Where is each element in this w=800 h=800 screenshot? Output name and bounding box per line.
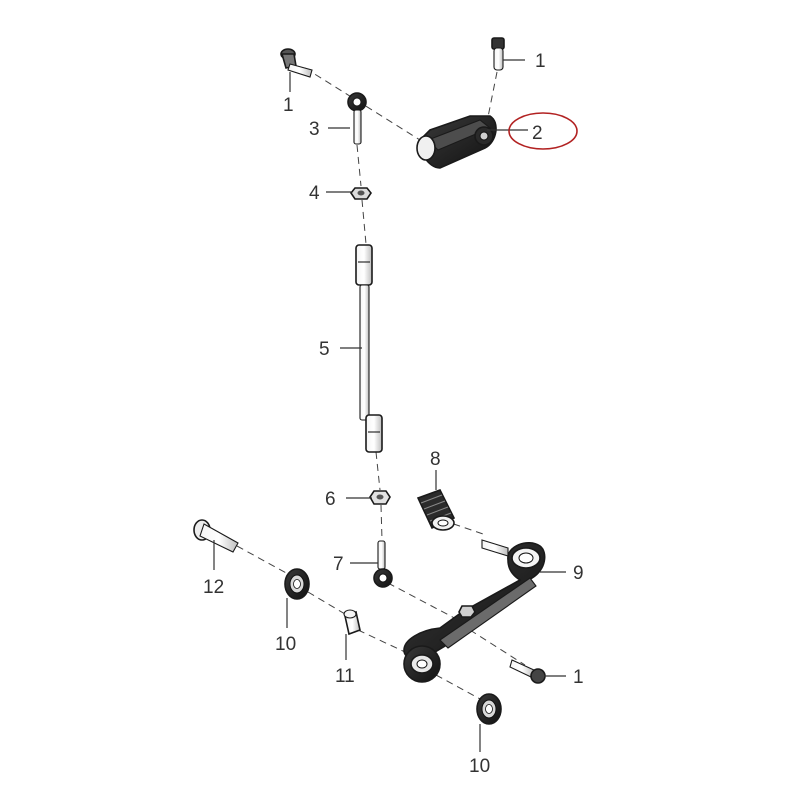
assembly-axes bbox=[236, 67, 526, 701]
callout-labels: 1 1 2 3 4 5 6 7 8 9 1 12 10 11 10 bbox=[203, 51, 584, 777]
callout-5: 5 bbox=[319, 339, 330, 360]
bolt-part-1-top-left bbox=[280, 48, 313, 78]
nut-part-6 bbox=[369, 490, 391, 505]
shift-pedal-part-9 bbox=[403, 539, 546, 683]
bolt-part-1-lower bbox=[509, 659, 546, 684]
callout-3: 3 bbox=[309, 119, 320, 140]
callout-6: 6 bbox=[325, 489, 336, 510]
highlight-ellipse bbox=[508, 112, 578, 150]
pivot-bolt-part-12 bbox=[193, 519, 239, 553]
rod-end-part-7 bbox=[373, 540, 393, 588]
rod-end-part-3 bbox=[347, 92, 367, 145]
bearing-part-10-upper bbox=[284, 568, 310, 600]
callout-7: 7 bbox=[333, 554, 344, 575]
callout-4: 4 bbox=[309, 183, 320, 204]
nut-part-4 bbox=[350, 187, 372, 200]
callout-9: 9 bbox=[573, 563, 584, 584]
callout-1-top-left: 1 bbox=[283, 95, 294, 116]
leader-lines bbox=[213, 59, 566, 752]
callout-2: 2 bbox=[532, 123, 543, 144]
callout-10-upper: 10 bbox=[275, 634, 296, 655]
shift-arm-part-2 bbox=[416, 115, 497, 169]
bushing-part-11 bbox=[343, 609, 361, 636]
callout-10-lower: 10 bbox=[469, 756, 490, 777]
shift-rod-part-5 bbox=[355, 244, 383, 453]
callout-11: 11 bbox=[335, 666, 355, 687]
rubber-peg-part-8 bbox=[416, 489, 456, 531]
callout-1-lower: 1 bbox=[573, 667, 584, 688]
callout-1-top-right: 1 bbox=[535, 51, 546, 72]
callout-8: 8 bbox=[430, 449, 441, 470]
callout-12: 12 bbox=[203, 577, 224, 598]
bearing-part-10-lower bbox=[476, 693, 502, 725]
bolt-part-1-top-right bbox=[491, 37, 505, 71]
